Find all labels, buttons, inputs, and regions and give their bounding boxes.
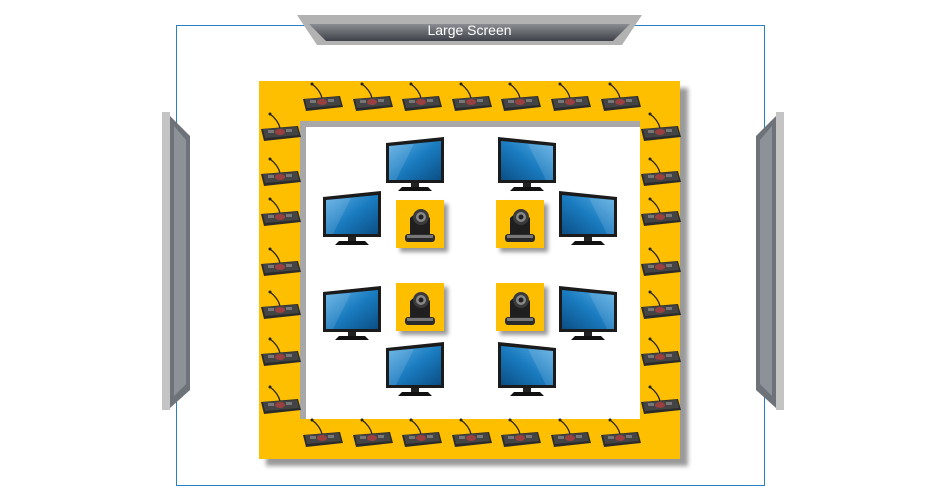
monitor-icon [323,191,381,245]
right-side-screen [756,112,784,410]
large-screen [297,15,642,45]
conference-microphone-24 [258,337,302,367]
conference-microphone-icon [261,157,301,186]
left-side-screen [162,112,190,410]
conference-microphone-18 [258,197,302,227]
conference-microphone-15 [638,112,682,142]
conference-microphone-icon [261,112,301,141]
conference-microphone-14 [258,112,302,142]
conference-microphone-icon [501,82,541,111]
monitor-icon [498,342,556,396]
conference-microphone-icon [452,418,492,447]
conference-microphone-10 [548,82,592,112]
conference-microphone-5 [399,418,443,448]
monitor-3 [557,191,619,247]
conference-microphone-11 [548,418,592,448]
monitor-icon [323,286,381,340]
monitor-icon [386,137,444,191]
ptz-camera-icon [405,292,435,325]
monitor-5 [557,286,619,342]
large-screen-label: Large Screen [427,22,512,38]
conference-microphone-icon [353,418,393,447]
ptz-camera-icon [405,209,435,242]
conference-microphone-icon [551,418,591,447]
conference-microphone-icon [601,418,641,447]
conference-microphone-icon [641,112,681,141]
conference-microphone-icon [353,82,393,111]
ptz-camera-3 [496,283,544,331]
conference-microphone-icon [261,247,301,276]
conference-microphone-icon [261,197,301,226]
table-center-space [306,127,640,419]
monitor-icon [386,342,444,396]
conference-microphone-icon [303,418,343,447]
conference-microphone-16 [258,157,302,187]
monitor-icon [498,137,556,191]
conference-microphone-icon [452,82,492,111]
conference-microphone-icon [641,247,681,276]
conference-microphone-20 [258,247,302,277]
conference-microphone-icon [303,82,343,111]
conference-microphone-25 [638,337,682,367]
conference-microphone-0 [300,82,344,112]
monitor-1 [496,137,558,193]
conference-microphone-9 [498,418,542,448]
ptz-camera-2 [396,283,444,331]
conference-microphone-6 [449,82,493,112]
conference-microphone-icon [551,82,591,111]
conference-microphone-icon [641,290,681,319]
conference-microphone-8 [498,82,542,112]
monitor-4 [321,286,383,342]
conference-microphone-2 [350,82,394,112]
ptz-camera-0 [396,200,444,248]
monitor-7 [496,342,558,398]
monitor-icon [559,191,617,245]
conference-microphone-26 [258,385,302,415]
conference-microphone-icon [641,337,681,366]
conference-microphone-17 [638,157,682,187]
ptz-camera-1 [496,200,544,248]
conference-microphone-icon [601,82,641,111]
conference-microphone-icon [261,290,301,319]
conference-microphone-13 [598,418,642,448]
ptz-camera-icon [505,209,535,242]
conference-microphone-4 [399,82,443,112]
conference-microphone-19 [638,197,682,227]
conference-microphone-1 [300,418,344,448]
conference-microphone-icon [641,385,681,414]
monitor-6 [384,342,446,398]
conference-microphone-icon [641,157,681,186]
conference-microphone-7 [449,418,493,448]
conference-microphone-12 [598,82,642,112]
conference-microphone-icon [261,385,301,414]
monitor-2 [321,191,383,247]
conference-microphone-27 [638,385,682,415]
conference-microphone-21 [638,247,682,277]
conference-microphone-3 [350,418,394,448]
conference-microphone-icon [501,418,541,447]
conference-microphone-22 [258,290,302,320]
conference-microphone-icon [261,337,301,366]
monitor-0 [384,137,446,193]
conference-microphone-23 [638,290,682,320]
ptz-camera-icon [505,292,535,325]
conference-microphone-icon [641,197,681,226]
conference-microphone-icon [402,418,442,447]
conference-microphone-icon [402,82,442,111]
monitor-icon [559,286,617,340]
